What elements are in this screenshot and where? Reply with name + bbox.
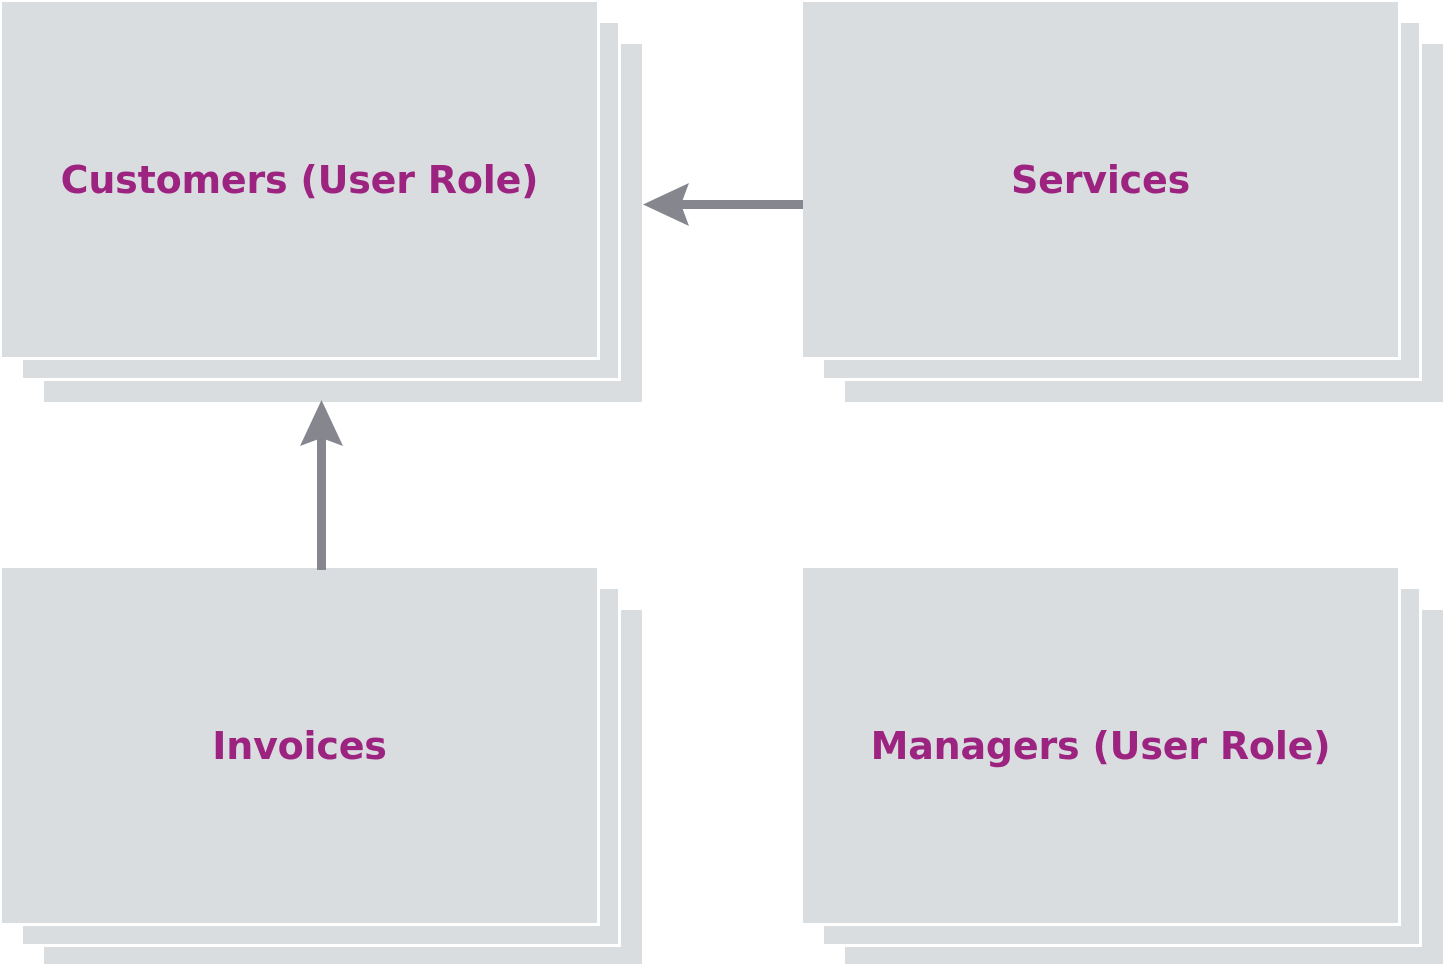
node-invoices-stack-layer-front: Invoices — [2, 568, 600, 926]
node-managers[interactable]: Managers (User Role) — [803, 568, 1443, 964]
node-invoices[interactable]: Invoices — [2, 568, 642, 964]
node-customers-stack-layer-front: Customers (User Role) — [2, 2, 600, 360]
node-customers[interactable]: Customers (User Role) — [2, 2, 642, 402]
arrowhead-left-icon — [643, 183, 689, 226]
edge-invoices-to-customers-shaft — [317, 431, 326, 570]
node-managers-stack-layer-front: Managers (User Role) — [803, 568, 1401, 926]
arrowhead-up-icon — [300, 400, 343, 446]
edge-services-to-customers[interactable] — [641, 175, 803, 235]
edge-invoices-to-customers-svg — [300, 400, 343, 570]
node-services-label: Services — [1011, 157, 1190, 202]
edge-invoices-to-customers[interactable] — [292, 398, 352, 570]
node-services-stack-layer-front: Services — [803, 2, 1401, 360]
node-invoices-label: Invoices — [212, 723, 387, 768]
edge-services-to-customers-shaft — [674, 200, 803, 209]
node-customers-label: Customers (User Role) — [60, 157, 539, 202]
edge-services-to-customers-svg — [643, 183, 803, 226]
node-services[interactable]: Services — [803, 2, 1443, 402]
node-managers-label: Managers (User Role) — [870, 723, 1331, 768]
